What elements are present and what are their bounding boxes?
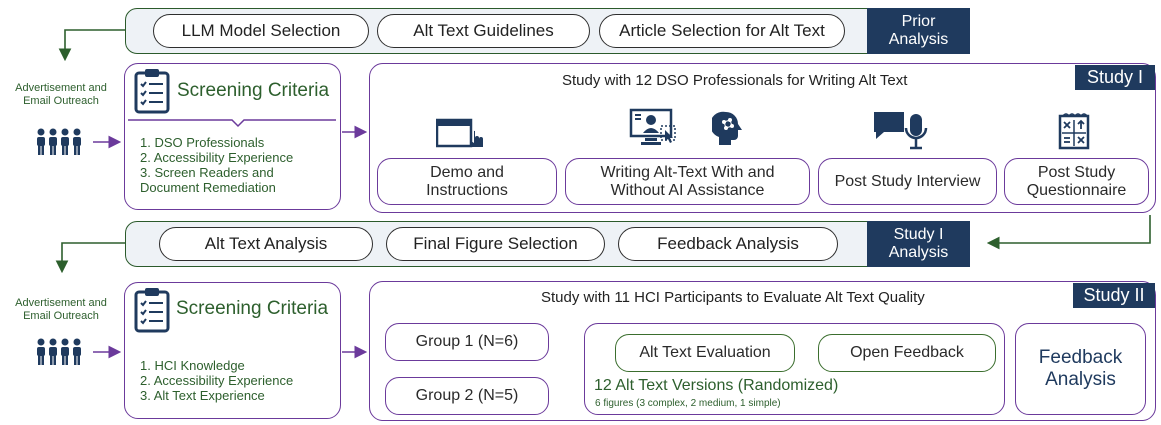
criteria-list-1: 1. DSO Professionals 2. Accessibility Ex… (140, 135, 293, 195)
alt-text-analysis-pill: Alt Text Analysis (159, 227, 373, 261)
browser-click-icon (435, 117, 486, 158)
criterion-item: 1. HCI Knowledge (140, 358, 245, 373)
criteria-list-2: 1. HCI Knowledge 2. Accessibility Experi… (140, 358, 293, 403)
study1-tag: Study I (1075, 65, 1155, 90)
feedback-analysis-box: Feedback Analysis (1015, 323, 1146, 415)
math-grid-icon (1058, 112, 1092, 155)
feedback-analysis-pill: Feedback Analysis (618, 227, 838, 261)
criterion-item: 2. Accessibility Experience (140, 373, 294, 388)
study1-analysis-tag: Study I Analysis (867, 221, 970, 267)
pill-label: Alt Text Evaluation (639, 344, 771, 361)
step-label: Post Study Interview (834, 172, 981, 190)
step-post-study-questionnaire: Post Study Questionnaire (1004, 158, 1149, 205)
criterion-item: 2. Accessibility Experience (140, 150, 294, 165)
feedback-label: Feedback Analysis (1038, 347, 1123, 390)
final-figure-selection-pill: Final Figure Selection (386, 227, 605, 261)
llm-model-selection-pill: LLM Model Selection (153, 14, 369, 48)
versions-sublabel: 6 figures (3 complex, 2 medium, 1 simple… (595, 398, 781, 409)
screen-user-icon (629, 108, 679, 157)
study1-title: Study with 12 DSO Professionals for Writ… (562, 72, 908, 89)
criterion-item: Document Remediation (140, 180, 276, 195)
step-demo-instructions: Demo and Instructions (377, 158, 557, 205)
screening-criteria-panel-2 (124, 282, 341, 419)
clipboard-checklist-icon (134, 287, 170, 338)
pill-label: Open Feedback (850, 344, 964, 361)
study2-title: Study with 11 HCI Participants to Evalua… (541, 289, 925, 306)
prior-analysis-tag: Prior Analysis (867, 8, 970, 54)
article-selection-pill: Article Selection for Alt Text (599, 14, 845, 48)
study2-tag: Study II (1073, 283, 1155, 308)
alt-text-evaluation-pill: Alt Text Evaluation (615, 334, 795, 372)
group2-box: Group 2 (N=5) (385, 377, 549, 415)
people-group-icon (35, 127, 85, 162)
outreach-label-1: Advertisement and Email Outreach (15, 82, 107, 107)
step-writing-alt-text: Writing Alt-Text With and Without AI Ass… (565, 158, 810, 205)
group-label: Group 1 (N=6) (415, 333, 519, 350)
clipboard-checklist-icon (134, 68, 170, 119)
chat-mic-icon (872, 110, 930, 159)
step-label: Demo and Instructions (426, 163, 508, 199)
step-label: Post Study Questionnaire (1026, 163, 1127, 199)
criterion-item: 3. Alt Text Experience (140, 388, 265, 403)
ai-head-icon (710, 110, 744, 151)
criterion-item: 1. DSO Professionals (140, 135, 265, 150)
open-feedback-pill: Open Feedback (818, 334, 996, 372)
screening-criteria-panel-1 (124, 63, 341, 210)
screening-title-2: Screening Criteria (176, 298, 329, 319)
people-group-icon (35, 337, 85, 372)
screening-title-1: Screening Criteria (177, 80, 330, 101)
outreach-label-2: Advertisement and Email Outreach (15, 297, 107, 322)
group1-box: Group 1 (N=6) (385, 323, 549, 361)
criterion-item: 3. Screen Readers and (140, 165, 274, 180)
alt-text-guidelines-pill: Alt Text Guidelines (377, 14, 590, 48)
step-post-study-interview: Post Study Interview (818, 158, 997, 205)
group-label: Group 2 (N=5) (415, 387, 519, 404)
step-label: Writing Alt-Text With and Without AI Ass… (600, 163, 775, 199)
versions-label: 12 Alt Text Versions (Randomized) (594, 377, 839, 394)
